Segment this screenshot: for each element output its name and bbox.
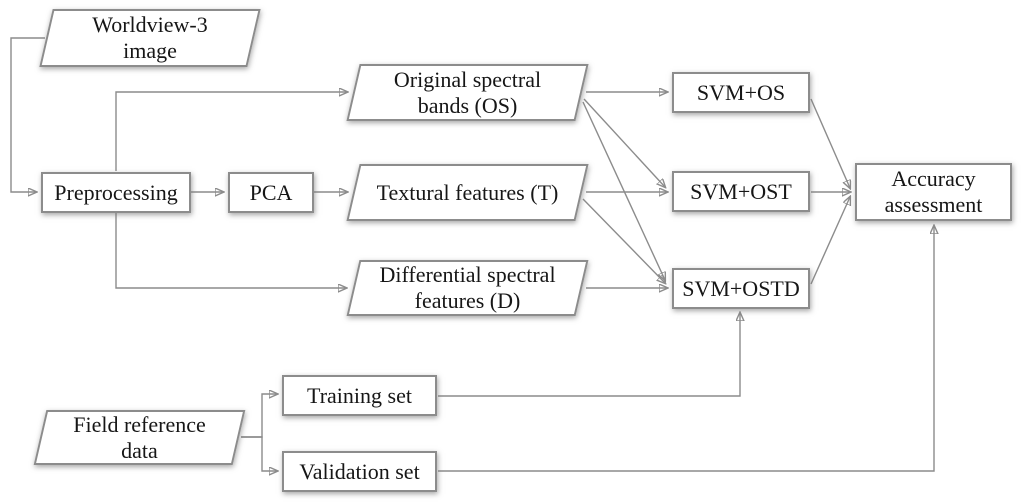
edge-field-reference-validation bbox=[241, 436, 277, 471]
node-label: Differential spectral bbox=[379, 262, 556, 287]
edge-textural-features-svm-ostd bbox=[582, 198, 665, 283]
edge-svm-ostd-accuracy bbox=[810, 197, 850, 285]
node-svm-os: SVM+OS bbox=[672, 72, 810, 113]
edge-preprocessing-differential-spectral-features bbox=[115, 213, 346, 288]
edge-worldview-preprocessing bbox=[10, 37, 45, 192]
node-label: Accuracy bbox=[891, 166, 976, 191]
node-preprocessing: Preprocessing bbox=[41, 172, 191, 213]
node-svm-ostd: SVM+OSTD bbox=[672, 268, 810, 309]
node-textural-features: Textural features (T) bbox=[345, 163, 590, 222]
node-label: bands (OS) bbox=[417, 92, 518, 118]
edge-preprocessing-original-spectral-bands bbox=[115, 92, 347, 171]
node-accuracy-assessment: Accuracy assessment bbox=[855, 163, 1012, 221]
edge-original-spectral-bands-svm-ostd bbox=[582, 101, 665, 280]
node-label: SVM+OS bbox=[696, 79, 786, 105]
node-label: Original spectral bbox=[393, 66, 542, 92]
node-pca: PCA bbox=[228, 172, 314, 213]
node-original-spectral-bands: Original spectral bands (OS) bbox=[345, 63, 590, 122]
edge-original-spectral-bands-svm-ost bbox=[583, 98, 665, 187]
node-label: Textural features (T) bbox=[376, 179, 559, 205]
node-svm-ost: SVM+OST bbox=[672, 171, 810, 212]
node-differential-spectral-features: Differential spectral features (D) bbox=[345, 259, 590, 317]
node-label: assessment bbox=[884, 192, 983, 217]
node-label: Validation set bbox=[299, 458, 420, 484]
node-label: Field reference bbox=[73, 411, 206, 437]
node-label: SVM+OST bbox=[690, 178, 792, 204]
edge-training-svm-ostd bbox=[438, 313, 740, 397]
node-label: Worldview-3 bbox=[92, 12, 208, 37]
edge-svm-os-accuracy bbox=[810, 98, 850, 188]
node-label: data bbox=[121, 437, 158, 463]
node-label: features (D) bbox=[414, 288, 521, 313]
node-label: Preprocessing bbox=[54, 179, 178, 205]
node-validation-set: Validation set bbox=[282, 451, 437, 492]
node-label: image bbox=[123, 38, 177, 63]
node-label: SVM+OSTD bbox=[682, 275, 800, 301]
node-worldview-image: Worldview-3 image bbox=[38, 8, 262, 68]
node-label: Training set bbox=[307, 382, 412, 408]
edge-validation-accuracy bbox=[438, 226, 934, 472]
node-field-reference-data: Field reference data bbox=[32, 409, 247, 466]
node-label: PCA bbox=[249, 179, 293, 205]
node-training-set: Training set bbox=[282, 375, 437, 416]
